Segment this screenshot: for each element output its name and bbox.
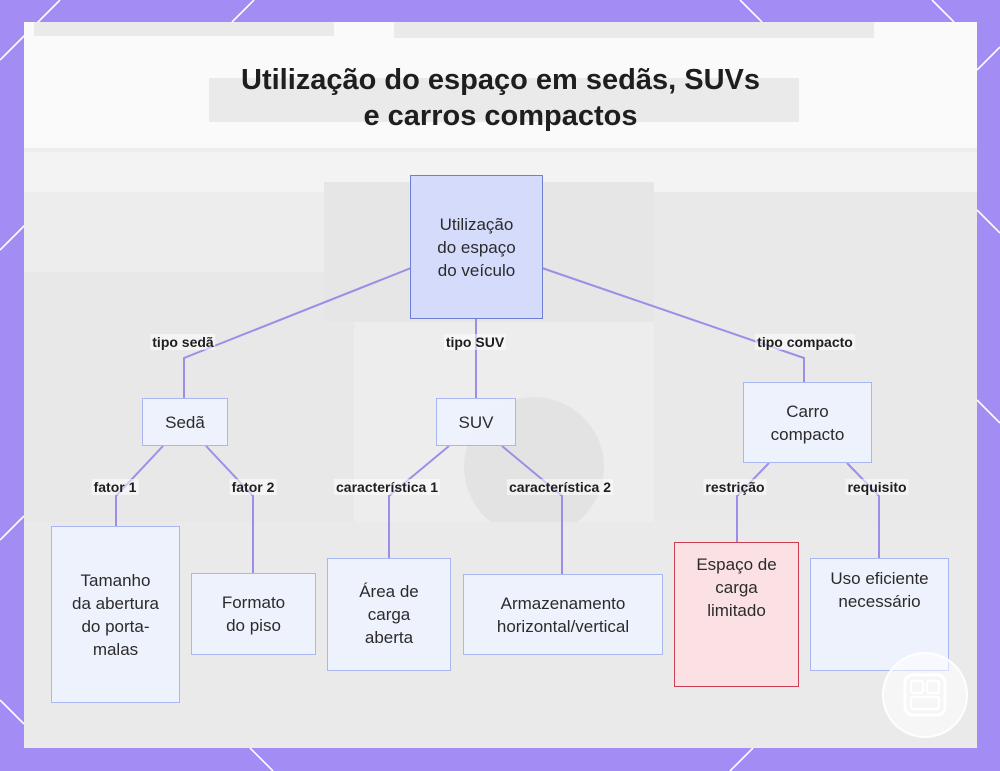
edge-label-tipo-seda: tipo sedã [150, 334, 216, 350]
node-floor-shape[interactable]: Formato do piso [191, 573, 316, 655]
app-logo-icon [882, 652, 968, 738]
node-compact[interactable]: Carro compacto [743, 382, 872, 463]
node-trunk-opening[interactable]: Tamanho da abertura do porta-malas [51, 526, 180, 703]
edge-sedan-trunk [115, 445, 164, 526]
node-trunk-opening-label: Tamanho da abertura do porta-malas [72, 570, 159, 659]
edge-label-tipo-compacto: tipo compacto [755, 334, 855, 350]
edge-label-restricao: restrição [703, 479, 767, 495]
node-root-label: Utilização do espaço do veículo [437, 214, 516, 280]
edge-label-tipo-suv: tipo SUV [443, 334, 507, 350]
edge-label-requisito: requisito [845, 479, 909, 495]
connector-lines [115, 267, 880, 574]
edge-label-caracteristica-2: característica 2 [507, 479, 613, 495]
edge-label-fator-2: fator 2 [229, 479, 277, 495]
node-storage[interactable]: Armazenamento horizontal/vertical [463, 574, 663, 655]
node-efficient-use-label: Uso eficiente necessário [830, 569, 929, 611]
edge-label-fator-1: fator 1 [91, 479, 139, 495]
edge-compact-limited [736, 462, 770, 542]
node-storage-label: Armazenamento horizontal/vertical [496, 593, 630, 636]
node-root[interactable]: Utilização do espaço do veículo [410, 175, 543, 319]
node-limited-space[interactable]: Espaço de carga limitado [674, 542, 799, 687]
title-line-2: e carros compactos [363, 100, 638, 132]
node-open-cargo-area-label: Área de carga aberta [359, 582, 419, 647]
node-sedan-label: Sedã [165, 412, 205, 432]
edge-compact-efficient [846, 462, 880, 558]
node-open-cargo-area[interactable]: Área de carga aberta [327, 558, 451, 671]
edge-root-sedan [183, 267, 412, 398]
diagram-title: Utilização do espaço em sedãs, SUVs e ca… [24, 62, 977, 134]
node-suv-label: SUV [458, 412, 494, 432]
node-sedan[interactable]: Sedã [142, 398, 228, 446]
node-floor-shape-label: Formato do piso [221, 593, 286, 635]
edge-label-caracteristica-1: característica 1 [334, 479, 440, 495]
edge-suv-open [388, 445, 450, 558]
diagram-card: Utilização do espaço em sedãs, SUVs e ca… [24, 22, 977, 748]
node-limited-space-label: Espaço de carga limitado [696, 555, 777, 620]
node-suv[interactable]: SUV [436, 398, 516, 446]
edge-suv-storage [501, 445, 563, 574]
node-compact-label: Carro compacto [770, 401, 845, 444]
title-line-1: Utilização do espaço em sedãs, SUVs [241, 64, 760, 96]
edge-root-compact [541, 267, 805, 382]
edge-sedan-floor [205, 445, 254, 573]
